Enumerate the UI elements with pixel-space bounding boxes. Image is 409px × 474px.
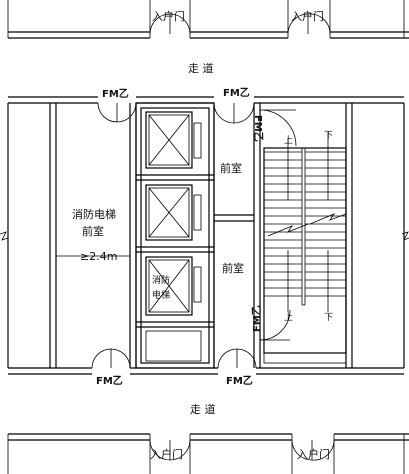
fire-door-bottom-center: FM乙 [217,348,257,387]
elevator-pit-box [145,330,202,362]
stair-landing-bottom [263,352,347,364]
front-room-label-lower: 前室 [222,261,244,275]
fire-door-stair-bottom: FM乙 [251,305,291,341]
elevator-car-2 [145,184,202,241]
stairwell: 上 下 上 下 [263,131,347,364]
fire-elevator-lobby: 消防电梯 前室 ≥2.4m [56,103,137,368]
core-walls [0,96,409,375]
stair-break-line-left [267,223,309,237]
fire-door-label-stair-top: FM乙 [252,115,264,142]
front-room-label-upper: 前室 [220,161,242,175]
stair-up-label-bottom: 上 [284,312,293,323]
elevator-car-1 [145,111,202,169]
elevator-block [135,102,215,369]
corridor-label-bottom: 走 道 [190,402,216,416]
bottom-left-entry-door: 入户门 [149,439,191,461]
fire-door-label-bottom-center: FM乙 [226,375,253,387]
fire-door-label-top-left: FM乙 [102,88,129,100]
fire-door-bottom-left: FM乙 [91,348,131,387]
fire-door-label-stair-bottom: FM乙 [251,305,263,332]
fire-door-label-top-center: FM乙 [223,87,250,99]
front-rooms: 前室 前室 [213,103,261,368]
fire-door-stair-top: FM乙 [252,109,297,147]
bottom-right-entry-door: 入户门 [291,439,335,461]
lobby-label-line1: 消防电梯 [72,207,116,221]
stair-treads-right [305,151,346,297]
stair-treads-left [264,151,302,297]
entry-door-label-bottom-left: 入户门 [150,447,183,461]
entry-door-label-top-right: 入户门 [291,9,324,23]
fire-door-label-bottom-left: FM乙 [96,375,123,387]
entry-door-label-bottom-right: 入户门 [297,447,330,461]
stair-down-label-top: 下 [324,131,333,141]
elevator-car-fire: 消防 电梯 [145,256,202,316]
fire-elevator-label-1: 消防 [152,274,170,286]
lobby-label-line2: 前室 [82,224,104,238]
stair-up-label-top: 上 [284,135,293,146]
fire-elevator-label-2: 电梯 [152,289,170,301]
corridor-label-top: 走 道 [188,61,214,75]
lobby-width-label: ≥2.4m [80,250,117,263]
bottom-wall [7,433,409,474]
stair-down-label-bottom: 下 [324,313,333,323]
top-left-entry-door: 入户门 [149,9,191,35]
fire-door-top-center: FM乙 [213,87,255,124]
top-wall [7,0,409,39]
entry-door-label-top-left: 入户门 [152,9,185,23]
fire-door-top-left: FM乙 [97,88,137,123]
stair-break-line-right [309,213,347,225]
top-right-entry-door: 入户门 [287,9,331,35]
